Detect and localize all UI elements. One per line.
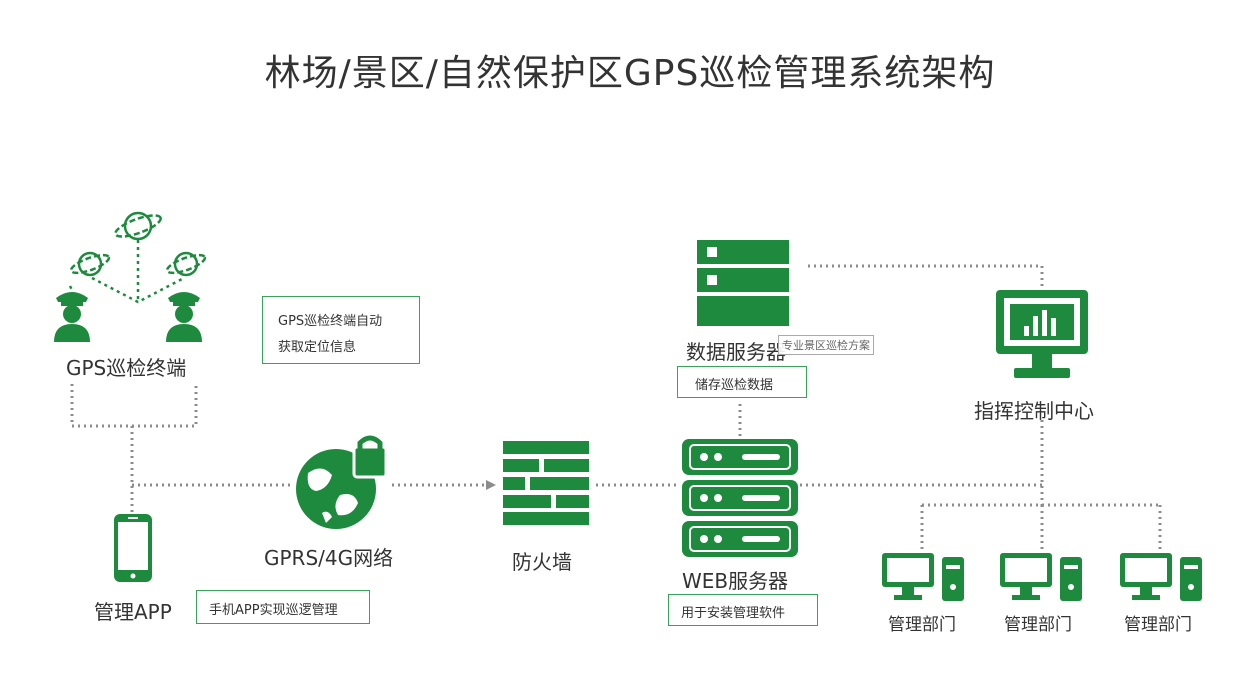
mobile-phone-icon: [114, 514, 152, 582]
desktop-computer-icon: [1000, 553, 1082, 601]
server-stack-icon: [682, 439, 798, 557]
connector-gps-bracket: [70, 384, 198, 428]
gps-note-line1: GPS巡检终端自动: [278, 314, 383, 329]
brick-wall-icon: [503, 441, 589, 525]
command-center-label: 指挥控制中心: [974, 399, 1094, 423]
monitor-chart-icon: [996, 290, 1088, 378]
firewall-label: 防火墙: [512, 550, 572, 574]
department-label-2: 管理部门: [1004, 615, 1072, 635]
web-server-label: WEB服务器: [682, 569, 789, 593]
desktop-computer-icon: [882, 553, 964, 601]
data-note-text: 储存巡检数据: [695, 378, 774, 393]
app-note-box: 手机APP实现巡逻管理: [196, 590, 370, 624]
network-label: GPRS/4G网络: [264, 546, 394, 570]
app-note-text: 手机APP实现巡逻管理: [209, 603, 338, 618]
server-rack-icon: [697, 240, 789, 326]
globe-lock-icon: [296, 435, 388, 529]
diagram-title: 林场/景区/自然保护区GPS巡检管理系统架构: [264, 53, 996, 94]
watermark: 专业景区巡检方案: [778, 335, 874, 355]
gps-note-box: GPS巡检终端自动 获取定位信息: [262, 296, 420, 364]
connector-data-to-command: [808, 264, 1044, 288]
department-label-1: 管理部门: [888, 615, 956, 635]
arrow-head: [486, 480, 496, 490]
mobile-app-label: 管理APP: [94, 600, 172, 624]
web-note-text: 用于安装管理软件: [681, 606, 786, 621]
department-label-3: 管理部门: [1124, 615, 1192, 635]
guard-satellite-icon: [54, 211, 207, 342]
data-server-label: 数据服务器: [686, 340, 786, 364]
gps-note-line2: 获取定位信息: [278, 340, 357, 355]
web-note-box: 用于安装管理软件: [668, 594, 818, 626]
desktop-computer-icon: [1120, 553, 1202, 601]
gps-terminal-label: GPS巡检终端: [66, 356, 187, 380]
data-note-box: 储存巡检数据: [677, 366, 807, 398]
